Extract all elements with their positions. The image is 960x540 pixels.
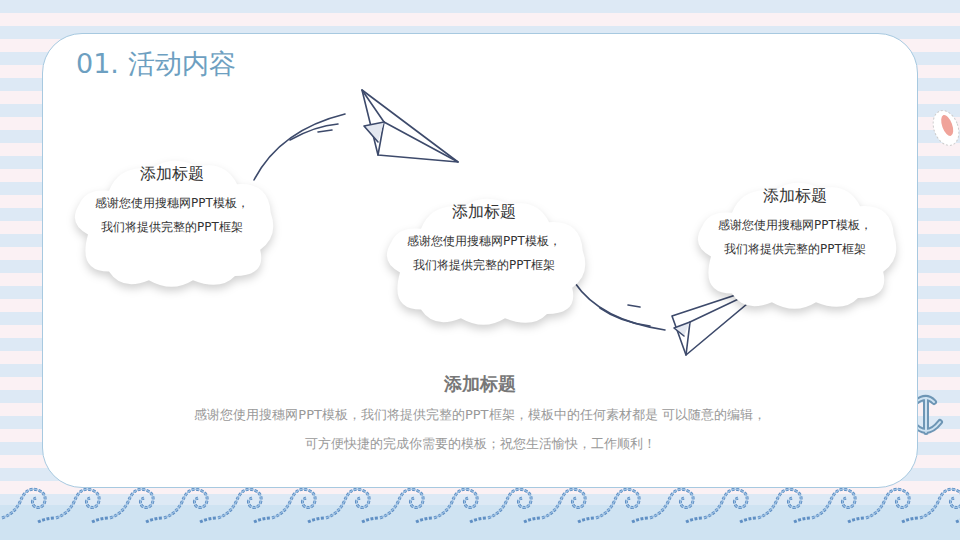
cloud-heading: 添加标题 <box>690 186 900 207</box>
cloud-box: 添加标题感谢您使用搜穗网PPT模板， 我们将提供完整的PPT框架 <box>379 196 589 327</box>
cloud-heading: 添加标题 <box>67 164 277 185</box>
cloud-text: 感谢您使用搜穗网PPT模板， 我们将提供完整的PPT框架 <box>700 213 890 261</box>
cloud-text: 感谢您使用搜穗网PPT模板， 我们将提供完整的PPT框架 <box>77 191 267 239</box>
section-heading: 添加标题 <box>180 372 780 396</box>
cloud-text: 感谢您使用搜穗网PPT模板， 我们将提供完整的PPT框架 <box>389 229 579 277</box>
cloud-box: 添加标题感谢您使用搜穗网PPT模板， 我们将提供完整的PPT框架 <box>67 158 277 289</box>
cloud-heading: 添加标题 <box>379 202 589 223</box>
section-text: 感谢您使用搜穗网PPT模板，我们将提供完整的PPT框架，模板中的任何素材都是 可… <box>170 400 790 458</box>
slide-title: 01. 活动内容 <box>76 46 236 82</box>
cloud-box: 添加标题感谢您使用搜穗网PPT模板， 我们将提供完整的PPT框架 <box>690 180 900 311</box>
